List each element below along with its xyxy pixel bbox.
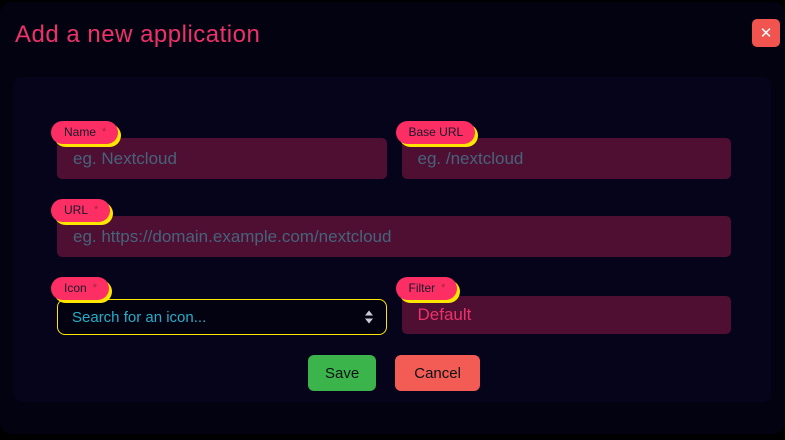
- name-label: Name: [64, 125, 97, 139]
- filter-label: Filter: [408, 281, 436, 295]
- name-label-badge: Name *: [51, 121, 119, 144]
- save-button[interactable]: Save: [308, 355, 377, 391]
- url-input[interactable]: [57, 216, 731, 257]
- chevron-up-icon: [364, 310, 373, 316]
- modal-header: Add a new application ✕: [0, 2, 785, 75]
- select-chevrons-icon: [364, 310, 373, 324]
- name-input[interactable]: [57, 138, 387, 179]
- filter-label-badge: Filter *: [395, 277, 458, 300]
- name-field: Name *: [51, 121, 387, 179]
- base-url-input[interactable]: [401, 138, 731, 179]
- filter-field: Filter *: [395, 277, 731, 335]
- row-url: URL *: [51, 199, 731, 257]
- row-name-baseurl: Name * Base URL: [51, 121, 731, 179]
- icon-select[interactable]: Search for an icon...: [57, 299, 387, 335]
- icon-label-badge: Icon *: [51, 277, 109, 300]
- close-button[interactable]: ✕: [752, 19, 780, 47]
- url-required-asterisk: *: [94, 204, 99, 216]
- modal-title: Add a new application: [15, 21, 261, 48]
- icon-select-value: Search for an icon...: [72, 308, 207, 326]
- name-required-asterisk: *: [102, 126, 107, 138]
- icon-label: Icon: [64, 281, 87, 295]
- row-icon-filter: Icon * Search for an icon... Filter *: [51, 277, 731, 335]
- cancel-button[interactable]: Cancel: [395, 355, 480, 391]
- url-label: URL: [64, 203, 89, 217]
- chevron-down-icon: [364, 318, 373, 324]
- filter-input[interactable]: [401, 296, 731, 334]
- form-panel: Name * Base URL URL * Icon * Search for an …: [14, 77, 771, 402]
- url-label-badge: URL *: [51, 199, 111, 222]
- base-url-label-badge: Base URL: [395, 121, 476, 144]
- icon-required-asterisk: *: [92, 282, 97, 294]
- filter-required-asterisk: *: [441, 282, 446, 294]
- icon-field: Icon * Search for an icon...: [51, 277, 387, 335]
- url-field: URL *: [51, 199, 731, 257]
- form-actions: Save Cancel: [57, 355, 731, 391]
- base-url-field: Base URL: [395, 121, 731, 179]
- base-url-label: Base URL: [408, 125, 464, 139]
- close-icon: ✕: [759, 24, 773, 42]
